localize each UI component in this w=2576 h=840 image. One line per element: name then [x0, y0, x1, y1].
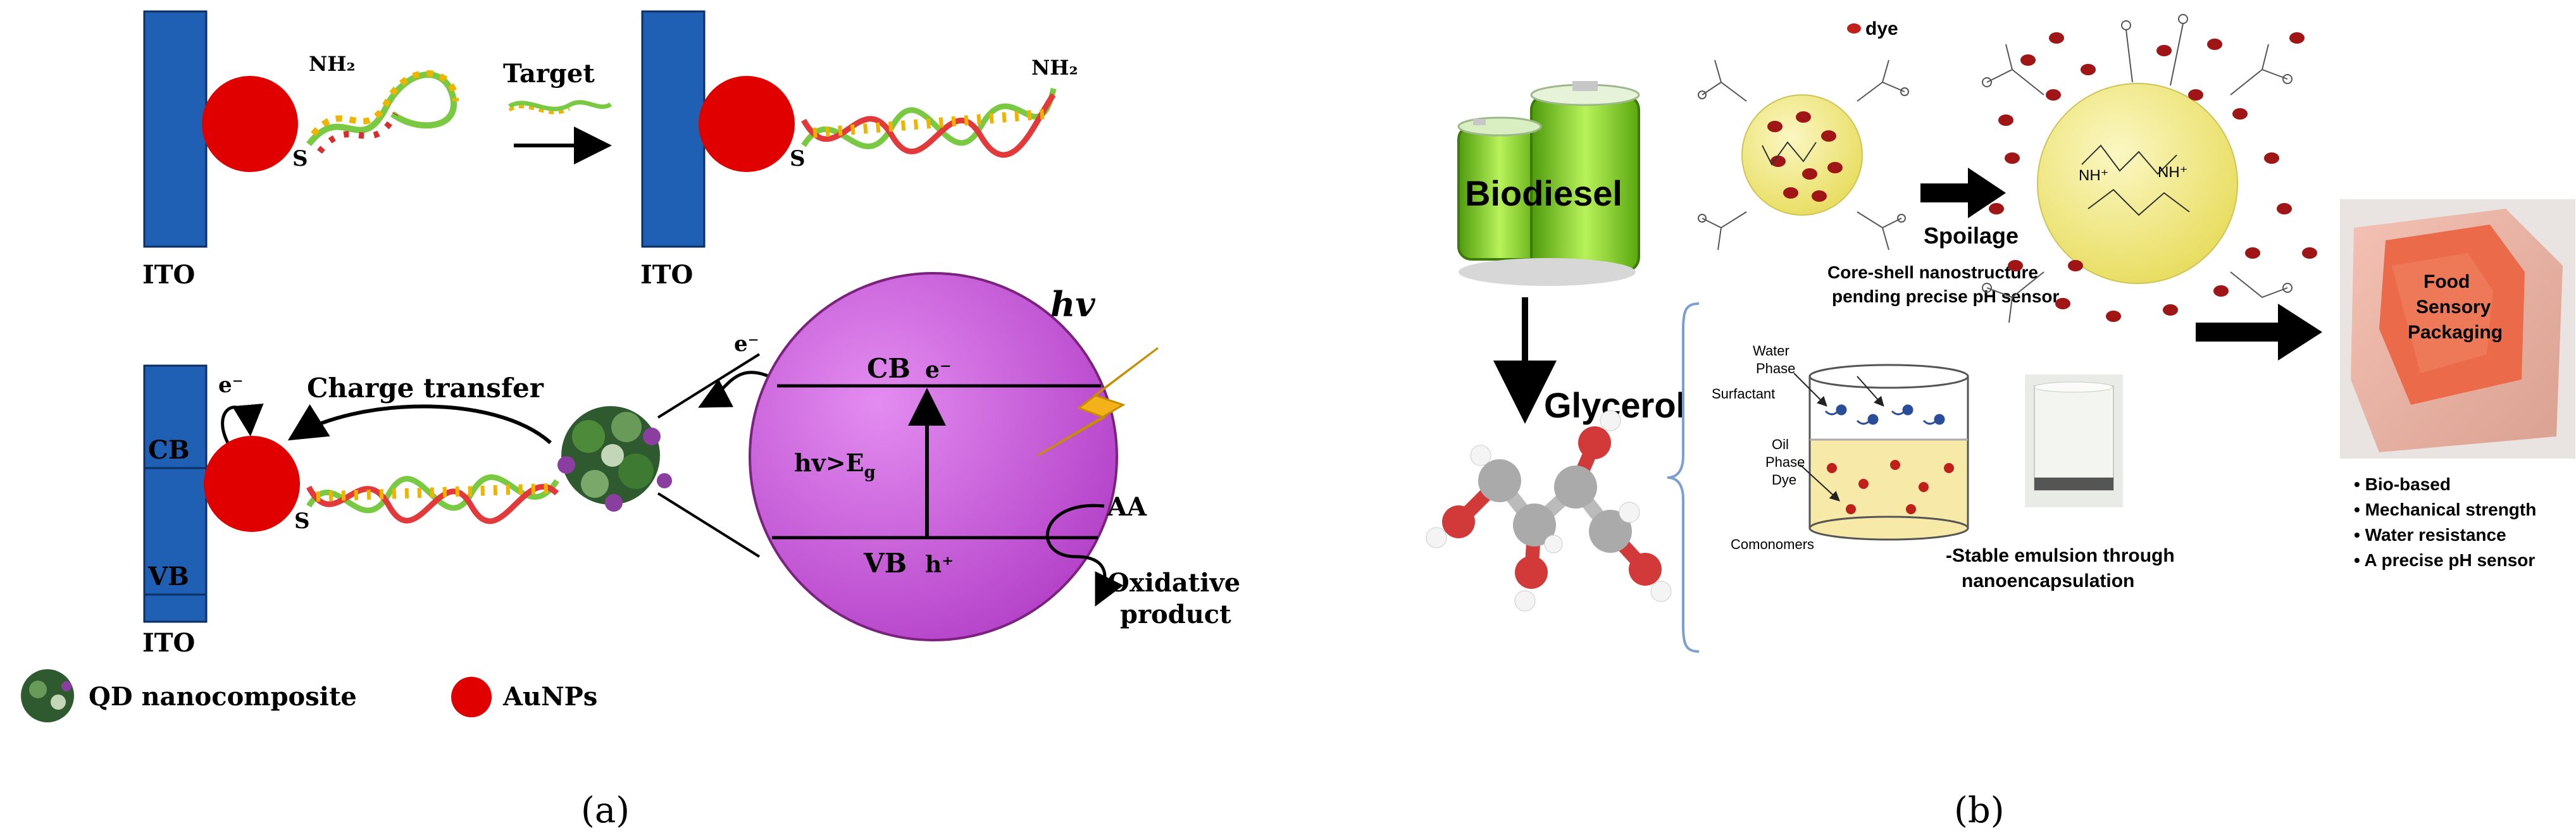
lightning-bolt-icon	[1037, 347, 1159, 457]
ito-electrode-top-left	[143, 10, 208, 248]
electron-label-top: e⁻	[734, 331, 759, 357]
electron-transfer-arrow-left	[221, 404, 264, 444]
target-label: Target	[503, 59, 595, 89]
legend-aunp-label: AuNPs	[502, 682, 597, 712]
amine-label-top-right: NH₂	[1031, 56, 1078, 80]
dna-hairpin-probe	[306, 70, 459, 154]
nanostructure-label-2: pending precise pH sensor	[1832, 287, 2060, 306]
food-label-1: Food	[2424, 271, 2470, 292]
emulsion-vial-photo	[2025, 374, 2123, 507]
dye-legend-dot	[1847, 23, 1861, 34]
food-arrow	[2196, 304, 2322, 361]
panel-a: ITO S NH₂ Target ITO S NH₂ CB VB ITO	[21, 10, 1240, 831]
bullet-item: • Mechanical strength	[2354, 500, 2536, 519]
water-phase-label-1: Water	[1753, 343, 1789, 359]
nh-label-1: NH⁺	[2079, 167, 2108, 184]
dna-duplex-top	[801, 87, 1057, 158]
bullet-item: • Water resistance	[2354, 525, 2506, 545]
surfactant-label: Surfactant	[1712, 386, 1775, 402]
aunp-bottom	[204, 436, 300, 532]
core-shell-large	[1982, 14, 2293, 323]
bullet-item: • A precise pH sensor	[2354, 550, 2535, 570]
target-strand-icon-2	[508, 105, 571, 114]
qd-nanocomposite	[557, 406, 672, 512]
legend-qd-icon	[21, 669, 74, 722]
spoilage-label: Spoilage	[1924, 223, 2019, 249]
circle-vb-label: VB	[863, 548, 907, 579]
biodiesel-label: Biodiesel	[1465, 173, 1622, 213]
biodiesel-battery-icon	[1457, 81, 1640, 286]
target-strand-icon	[508, 100, 612, 111]
released-dye-dots	[1989, 32, 2317, 322]
comonomers-label: Comonomers	[1731, 536, 1814, 552]
circle-cb-label: CB	[867, 353, 911, 384]
dye-label: dye	[1865, 18, 1898, 39]
dye-beaker-label: Dye	[1772, 472, 1796, 488]
aunp-top-right	[699, 76, 795, 172]
food-label-3: Packaging	[2408, 322, 2503, 343]
aunp-top-left	[202, 76, 298, 172]
charge-transfer-arrow	[287, 404, 552, 445]
ito-electrode-top-right	[641, 10, 706, 248]
thiol-label-top-right: S	[790, 146, 806, 171]
legend-aunp-icon	[451, 677, 492, 717]
energy-label: hv>Eg	[794, 448, 876, 482]
light-hv-label: hv	[1050, 284, 1095, 324]
legend-qd-label: QD nanocomposite	[89, 682, 357, 712]
product-label-1: Oxidative	[1107, 568, 1240, 598]
electrode-vb-label: VB	[147, 562, 189, 591]
aa-label: AA	[1107, 492, 1147, 522]
property-bullet-list: • Bio-based • Mechanical strength • Wate…	[2354, 474, 2536, 570]
curly-brace	[1667, 302, 1700, 653]
water-phase-label-2: Phase	[1756, 361, 1795, 376]
oxidation-curve-arrow	[1045, 503, 1124, 607]
circle-electron-label: e⁻	[925, 357, 952, 383]
spoilage-arrow	[1920, 168, 2006, 218]
food-label-2: Sensory	[2416, 297, 2491, 318]
ito-label-top-right: ITO	[640, 260, 693, 290]
amine-label-top-left: NH₂	[309, 52, 356, 76]
charge-transfer-label: Charge transfer	[307, 373, 544, 404]
caption-b: (b)	[1954, 790, 2005, 831]
emulsion-beaker	[1793, 364, 1969, 541]
caption-a: (a)	[581, 790, 630, 831]
panel-b: Biodiesel Glycerol	[1426, 14, 2575, 831]
semiconductor-particle	[749, 272, 1118, 641]
product-label-2: product	[1120, 600, 1231, 629]
core-shell-small	[1698, 59, 1909, 250]
zoom-line-top	[657, 353, 761, 419]
food-sensory-packaging-photo	[2340, 199, 2575, 459]
electron-label-left: e⁻	[218, 373, 244, 398]
thiol-label-top-left: S	[292, 146, 308, 171]
ito-electrode-bottom	[143, 364, 208, 623]
nanostructure-label-1: Core-shell nanostructure	[1827, 262, 2038, 282]
oil-phase-label-1: Oil	[1772, 436, 1789, 452]
bullet-item: • Bio-based	[2354, 474, 2451, 494]
emulsion-label-2: nanoencapsulation	[1962, 571, 2134, 591]
ito-label-bottom: ITO	[142, 628, 195, 658]
dna-duplex-bottom	[306, 474, 559, 524]
thiol-label-bottom: S	[294, 509, 310, 534]
ito-label-top-left: ITO	[142, 260, 195, 290]
nh-label-2: NH⁺	[2158, 164, 2187, 181]
glycerol-molecule	[1426, 410, 1672, 612]
electrode-cb-label: CB	[148, 435, 190, 465]
emulsion-label-1: -Stable emulsion through	[1946, 545, 2175, 566]
electron-arrow-top	[698, 371, 783, 408]
circle-hole-label: h⁺	[925, 552, 954, 578]
zoom-line-bottom	[657, 492, 761, 558]
oil-phase-label-2: Phase	[1765, 454, 1805, 470]
